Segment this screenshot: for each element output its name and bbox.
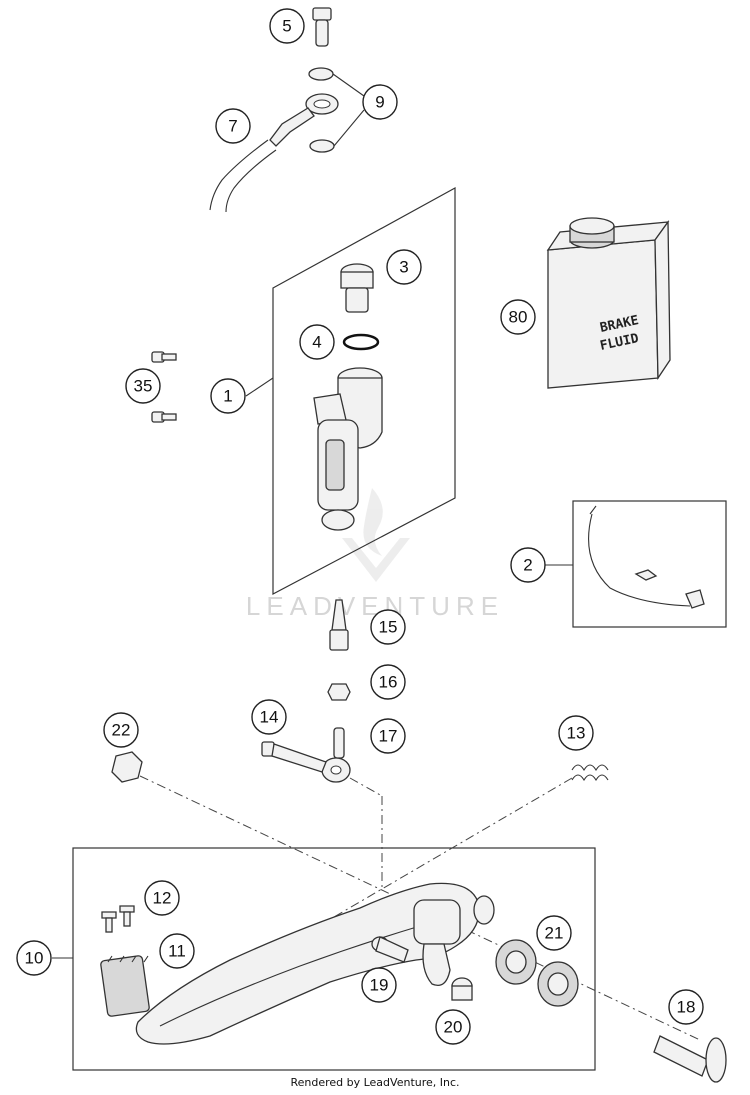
svg-text:10: 10 (25, 949, 44, 968)
brake-switch-cable (588, 505, 705, 609)
svg-text:9: 9 (375, 93, 384, 112)
callout-4: 4 (299, 324, 335, 360)
master-cylinder (313, 367, 383, 531)
callout-10: 10 (16, 940, 52, 976)
callout-5: 5 (269, 8, 305, 44)
svg-text:80: 80 (509, 308, 528, 327)
callout-1: 1 (210, 378, 246, 414)
assembly-line-clevis (349, 777, 383, 797)
callout-17: 17 (370, 718, 406, 754)
washer-bottom (309, 139, 335, 153)
callout-3: 3 (386, 249, 422, 285)
watermark-text: LEADVENTURE (246, 591, 504, 621)
svg-text:5: 5 (282, 17, 291, 36)
o-ring (342, 333, 380, 351)
bushing (451, 977, 473, 1001)
svg-text:12: 12 (153, 889, 172, 908)
bearing-1 (495, 939, 537, 985)
callout-12: 12 (144, 880, 180, 916)
svg-text:15: 15 (379, 618, 398, 637)
bearing-2 (537, 961, 579, 1007)
callout-21: 21 (536, 915, 572, 951)
svg-text:13: 13 (567, 724, 586, 743)
svg-text:7: 7 (228, 117, 237, 136)
callout-11: 11 (159, 933, 195, 969)
callout-16: 16 (370, 664, 406, 700)
pivot-bolt (653, 1035, 727, 1083)
callout-35: 35 (125, 368, 161, 404)
brake-hose (209, 93, 339, 213)
washer-top (308, 67, 334, 81)
lever-screws (101, 905, 135, 933)
callout-18: 18 (668, 989, 704, 1025)
master-cylinder-frame (272, 186, 456, 595)
lever-pin (371, 936, 409, 963)
hex-nut (327, 683, 351, 701)
reservoir-cap (340, 263, 374, 313)
callout-15: 15 (370, 609, 406, 645)
brake-lever (100, 882, 495, 1045)
callout-19: 19 (361, 967, 397, 1003)
svg-text:2: 2 (523, 556, 532, 575)
return-spring (571, 764, 609, 782)
svg-text:18: 18 (677, 998, 696, 1017)
svg-text:17: 17 (379, 727, 398, 746)
svg-text:3: 3 (399, 258, 408, 277)
footer-credit: Rendered by LeadVenture, Inc. (290, 1076, 460, 1089)
callout-2: 2 (510, 547, 546, 583)
svg-text:14: 14 (260, 708, 279, 727)
clevis (321, 727, 351, 783)
brake-fluid-can: BRAKE FLUID (546, 217, 671, 389)
brake-lever-frame (72, 847, 596, 1071)
callout-14: 14 (251, 699, 287, 735)
lever-nut (111, 751, 143, 783)
clevis-bolt (261, 741, 327, 773)
callout-9: 9 (362, 84, 398, 120)
svg-text:11: 11 (168, 942, 186, 961)
svg-text:4: 4 (312, 333, 321, 352)
banjo-bolt (312, 7, 332, 47)
callout-22: 22 (103, 712, 139, 748)
svg-text:1: 1 (223, 387, 232, 406)
svg-text:35: 35 (134, 377, 153, 396)
svg-text:19: 19 (370, 976, 389, 995)
callout-20: 20 (435, 1009, 471, 1045)
screw-top (151, 351, 177, 363)
svg-text:21: 21 (545, 924, 564, 943)
callout-80: 80 (500, 299, 536, 335)
svg-text:16: 16 (379, 673, 398, 692)
push-rod (329, 599, 349, 651)
svg-text:20: 20 (444, 1018, 463, 1037)
callout-7: 7 (215, 108, 251, 144)
assembly-line-spring (321, 777, 573, 925)
callout-13: 13 (558, 715, 594, 751)
screw-bottom (151, 411, 177, 423)
svg-text:22: 22 (112, 721, 131, 740)
cable-frame (572, 500, 727, 628)
